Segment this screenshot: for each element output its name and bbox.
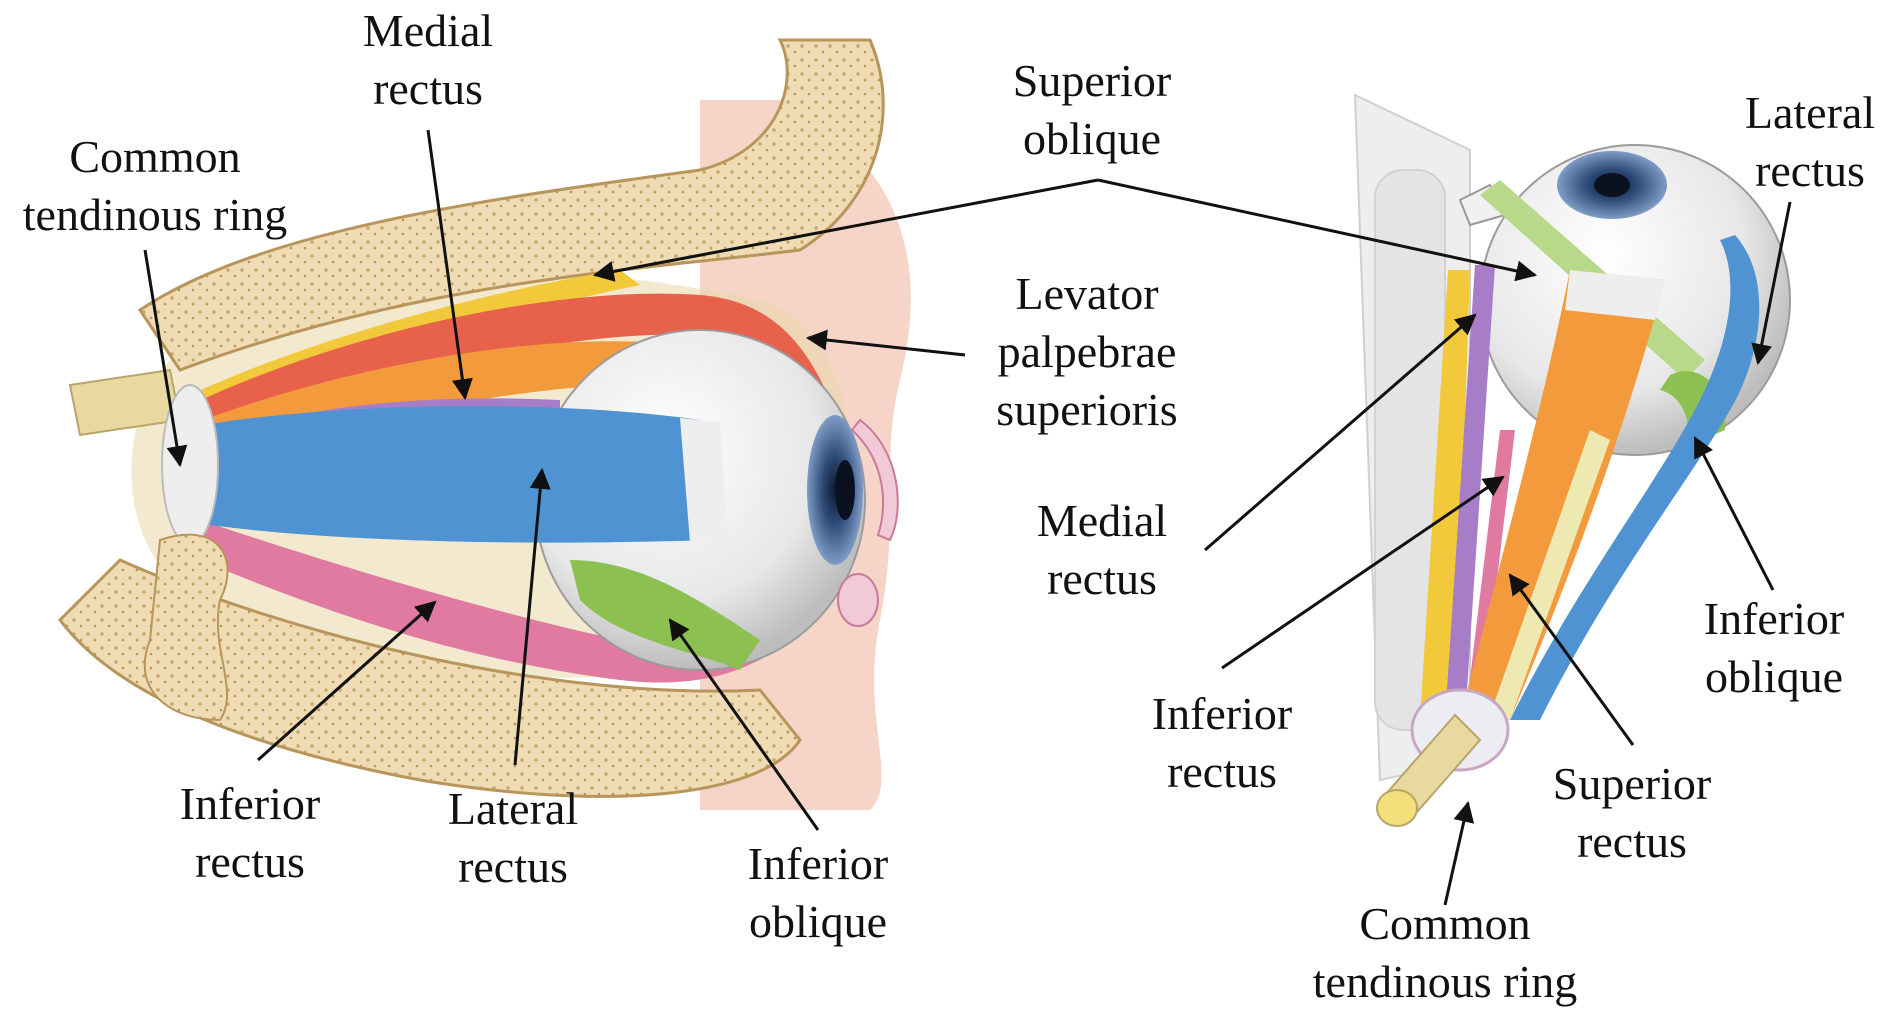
leader-inferior-oblique-right	[1695, 438, 1773, 590]
label-common-tendinous-ring-left: Common tendinous ring	[23, 128, 287, 244]
label-inferior-oblique-right: Inferior oblique	[1704, 590, 1844, 706]
sphenoid-bone	[145, 535, 228, 720]
label-medial-rectus-left: Medial rectus	[363, 2, 493, 118]
label-medial-rectus-right: Medial rectus	[1037, 492, 1167, 608]
label-lateral-rectus-left: Lateral rectus	[448, 780, 578, 896]
right-illustration	[1355, 95, 1790, 826]
left-pupil	[835, 460, 855, 520]
optic-nerve-end	[1377, 790, 1417, 826]
leader-common-ring-right	[1445, 803, 1468, 905]
label-inferior-oblique-left: Inferior oblique	[748, 835, 888, 951]
right-pupil	[1594, 173, 1630, 197]
label-common-tendinous-ring-right: Common tendinous ring	[1313, 895, 1577, 1011]
label-inferior-rectus-left: Inferior rectus	[180, 775, 320, 891]
label-inferior-rectus-right: Inferior rectus	[1152, 685, 1292, 801]
label-lateral-rectus-right: Lateral rectus	[1745, 84, 1875, 200]
lateral-rectus-muscle	[175, 406, 710, 543]
label-levator-palpebrae: Levator palpebrae superioris	[996, 265, 1177, 439]
label-superior-rectus-right: Superior rectus	[1553, 755, 1711, 871]
lower-eyelid	[838, 574, 878, 626]
label-superior-oblique: Superior oblique	[1013, 52, 1171, 168]
